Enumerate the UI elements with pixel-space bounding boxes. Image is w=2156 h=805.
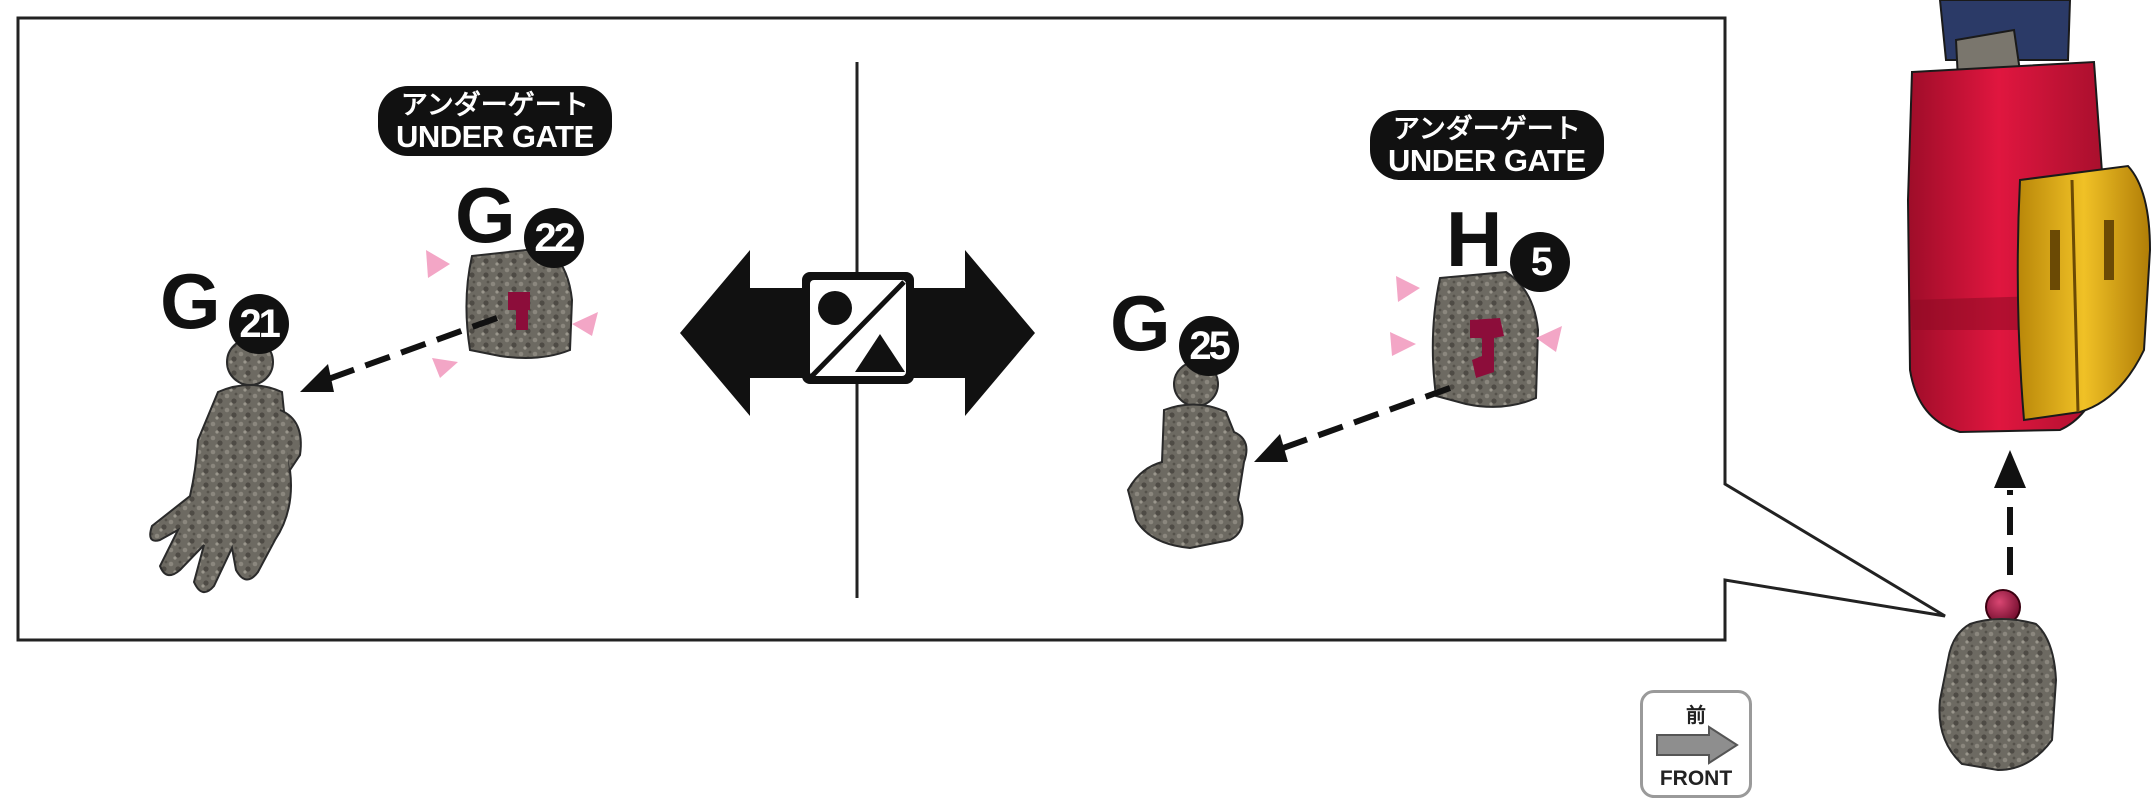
gate-markers-right bbox=[1390, 276, 1562, 356]
assembled-fist-with-connector bbox=[1938, 589, 2058, 772]
part-letter: H bbox=[1446, 195, 1503, 283]
front-direction-indicator: 前 FRONT bbox=[1640, 690, 1752, 798]
circle-triangle-choice-icon bbox=[810, 280, 906, 378]
forearm-assembly bbox=[1906, 0, 2152, 434]
hand-cover-part-g22 bbox=[465, 246, 574, 359]
under-gate-badge-right: アンダーゲート UNDER GATE bbox=[1370, 110, 1604, 180]
part-number-badge: 25 bbox=[1178, 315, 1239, 376]
part-number-badge: 21 bbox=[228, 293, 289, 354]
part-number-badge: 5 bbox=[1510, 231, 1571, 292]
gate-markers-left bbox=[426, 250, 598, 378]
part-number-badge: 22 bbox=[523, 207, 584, 268]
part-letter: G bbox=[455, 171, 516, 259]
under-gate-label-en: UNDER GATE bbox=[396, 119, 594, 154]
under-gate-label-jp: アンダーゲート bbox=[400, 90, 589, 121]
part-letter: G bbox=[160, 257, 221, 345]
under-gate-label-en: UNDER GATE bbox=[1388, 143, 1586, 178]
attach-arrow-left bbox=[300, 315, 499, 392]
front-label-en: FRONT bbox=[1659, 767, 1733, 790]
under-gate-badge-left: アンダーゲート UNDER GATE bbox=[378, 86, 612, 156]
insert-up-arrow bbox=[1994, 450, 2026, 575]
front-arrow-icon bbox=[1656, 725, 1739, 765]
part-letter: G bbox=[1110, 279, 1171, 367]
attach-arrow-right bbox=[1254, 385, 1452, 462]
hand-cover-part-h5 bbox=[1431, 270, 1540, 408]
under-gate-label-jp: アンダーゲート bbox=[1392, 114, 1581, 145]
front-label-jp: 前 bbox=[1686, 703, 1706, 727]
